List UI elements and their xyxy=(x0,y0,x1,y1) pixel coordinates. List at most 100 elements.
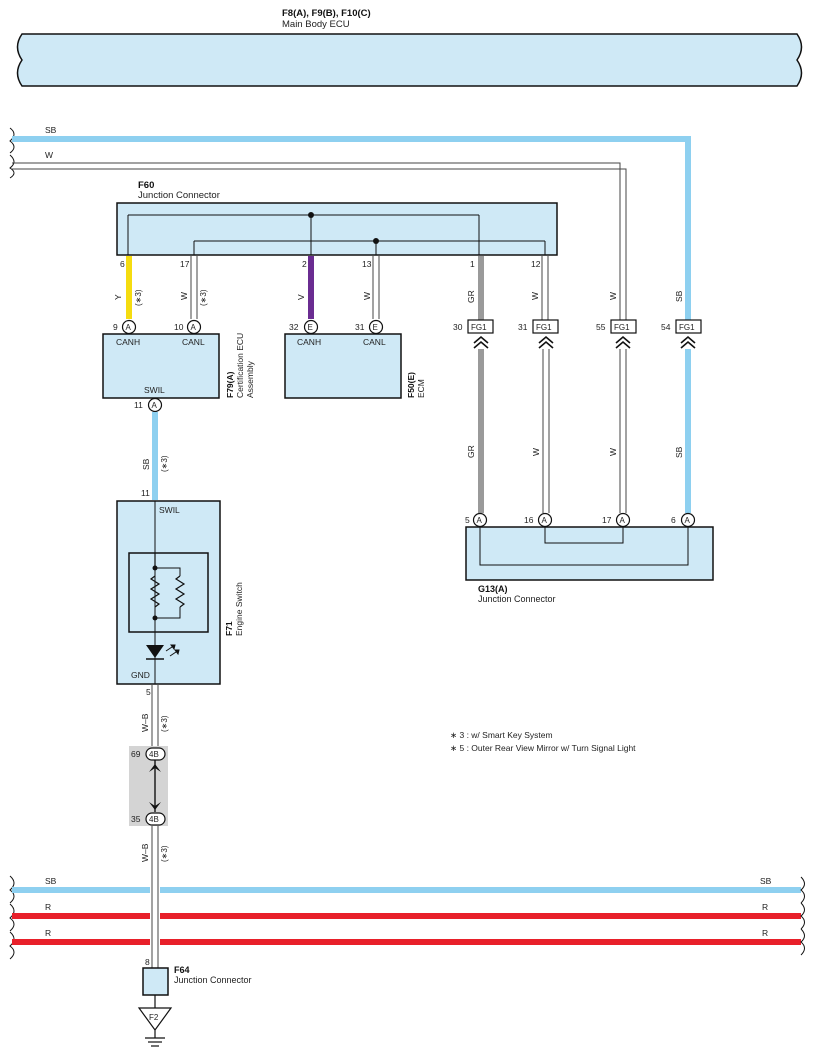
fg1-pin-54-box xyxy=(675,319,702,334)
main-body-ecu-code: F8(A), F9(B), F10(C) xyxy=(282,8,371,19)
g13-code: G13(A) xyxy=(478,584,508,594)
f79-canh-label: CANH xyxy=(116,337,140,347)
g13-box xyxy=(465,526,714,581)
f79-pin-10-conn: A xyxy=(191,323,197,332)
ground-icon xyxy=(145,1037,165,1047)
f50-pin-31-num: 31 xyxy=(355,322,365,332)
f60-pin-12: 12 xyxy=(531,259,541,269)
inline-upper-conn: 4B xyxy=(149,750,159,759)
fg1-pin-31-num: 31 xyxy=(518,322,528,332)
f71-inner-box xyxy=(128,552,209,633)
fg1-pin-31-label: FG1 xyxy=(536,323,552,332)
fg1-pin-55-box xyxy=(610,319,637,334)
f79-name-2: Assembly xyxy=(245,360,255,398)
f79-code: F79(A) xyxy=(225,371,235,398)
wire-w-top-outline-b xyxy=(12,168,627,321)
f71-pin-11: 11 xyxy=(141,488,150,498)
f79-swil-label: SWIL xyxy=(144,385,165,395)
f71-led-arrows xyxy=(165,644,180,657)
fg1-pin-54-num: 54 xyxy=(661,322,671,332)
g13-pin-17-conn: A xyxy=(620,516,626,525)
f79-pin-11-circle xyxy=(147,397,163,413)
wire-w-top-outline-a xyxy=(12,162,621,321)
label-s3-c: (∗3) xyxy=(160,455,169,472)
f71-led-icon xyxy=(146,645,164,658)
inline-lower-pin xyxy=(145,812,166,826)
g13-pin-16-conn: A xyxy=(542,516,548,525)
fg1-pin-30-box xyxy=(467,319,494,334)
main-body-ecu-name: Main Body ECU xyxy=(282,19,350,30)
fg1-chevrons xyxy=(473,335,696,349)
label-w-right: W xyxy=(608,292,618,300)
f50-code: F50(E) xyxy=(406,372,416,398)
g13-pin-6-num: 6 xyxy=(671,515,676,525)
f71-box xyxy=(116,500,221,685)
wire-break-top-2 xyxy=(9,154,15,179)
f79-pin-9-conn: A xyxy=(126,323,132,332)
label-y: Y xyxy=(113,294,123,300)
note-5: ∗ 5 : Outer Rear View Mirror w/ Turn Sig… xyxy=(450,743,636,753)
label-s3-b: (∗3) xyxy=(199,289,208,306)
label-s3-e: (∗3) xyxy=(160,845,169,862)
f64-box xyxy=(142,967,169,996)
f60-box xyxy=(116,202,558,256)
f60-pin-1: 1 xyxy=(470,259,475,269)
f60-pin-17: 17 xyxy=(180,259,190,269)
label-r2-right: R xyxy=(762,928,768,938)
label-w-lower-2: W xyxy=(608,448,618,456)
f50-pin-32-num: 32 xyxy=(289,322,299,332)
label-r1-left: R xyxy=(45,902,51,912)
f79-box xyxy=(102,333,220,399)
inline-lower-conn: 4B xyxy=(149,815,159,824)
wire-label-sb-top: SB xyxy=(45,125,57,135)
label-v: V xyxy=(296,294,306,300)
label-gr-lower: GR xyxy=(466,445,476,458)
f71-name: Engine Switch xyxy=(234,582,244,636)
f64-name: Junction Connector xyxy=(174,975,252,985)
label-w-17: W xyxy=(179,292,189,300)
label-w-12: W xyxy=(530,292,540,300)
label-w-lower-1: W xyxy=(531,448,541,456)
f60-pin-13: 13 xyxy=(362,259,372,269)
f71-code: F71 xyxy=(224,621,234,636)
f50-box xyxy=(284,333,402,399)
inline-lower-num: 35 xyxy=(131,814,141,824)
label-sb-swil: SB xyxy=(141,458,151,470)
g13-pin-5-num: 5 xyxy=(465,515,470,525)
f79-pin-10-num: 10 xyxy=(174,322,184,332)
inline-chevron-up xyxy=(149,764,161,772)
f64-pin: 8 xyxy=(145,957,150,967)
inline-upper-num: 69 xyxy=(131,749,141,759)
f50-pin-32-conn: E xyxy=(308,323,313,332)
label-sb-lower: SB xyxy=(674,446,684,458)
label-s3-d: (∗3) xyxy=(160,715,169,732)
label-wb-upper: W–B xyxy=(140,713,150,732)
f71-resistor-2 xyxy=(174,575,186,608)
f79-pin-11-conn: A xyxy=(152,401,158,410)
f60-pin-2: 2 xyxy=(302,259,307,269)
fg1-pin-30-num: 30 xyxy=(453,322,463,332)
g13-pin-16-num: 16 xyxy=(524,515,534,525)
f60-name: Junction Connector xyxy=(138,190,220,201)
ground-point-icon xyxy=(137,1007,173,1032)
f64-code: F64 xyxy=(174,965,190,975)
note-3: ∗ 3 : w/ Smart Key System xyxy=(450,730,553,740)
f71-swil-label: SWIL xyxy=(159,505,180,515)
main-body-ecu-box xyxy=(16,33,803,87)
f60-splice-b xyxy=(373,238,379,244)
f79-name-1: Certification ECU xyxy=(235,333,245,398)
f60-splice-a xyxy=(308,212,314,218)
f79-pin-9-num: 9 xyxy=(113,322,118,332)
f50-name: ECM xyxy=(416,379,426,398)
fg1-pin-55-num: 55 xyxy=(596,322,606,332)
fg1-pin-55-label: FG1 xyxy=(614,323,630,332)
f50-canh-label: CANH xyxy=(297,337,321,347)
wire-break-top-1 xyxy=(9,127,15,154)
label-r2-left: R xyxy=(45,928,51,938)
ground-point-label: F2 xyxy=(149,1013,159,1022)
label-sb-bottom-right: SB xyxy=(760,876,772,886)
f60-pin-6: 6 xyxy=(120,259,125,269)
g13-pin-6-conn: A xyxy=(685,516,691,525)
fg1-pin-31-box xyxy=(532,319,559,334)
